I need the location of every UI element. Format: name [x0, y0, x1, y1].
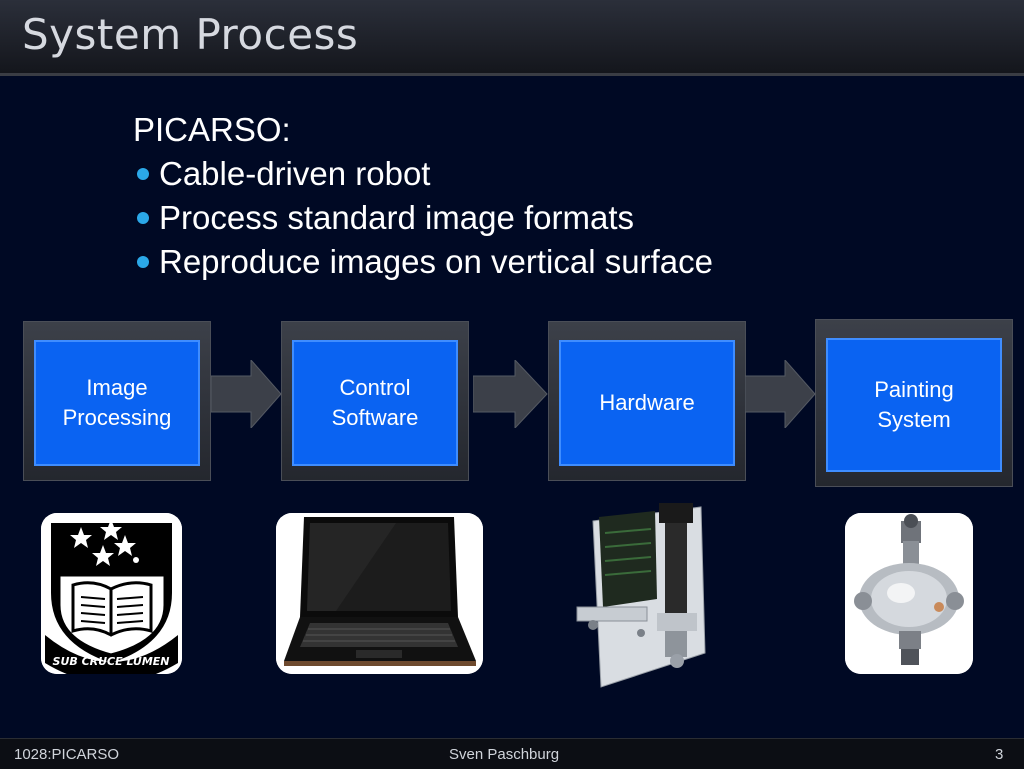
laptop-image: [276, 513, 483, 674]
title-bar: System Process: [0, 0, 1024, 76]
arrow-right-icon: [473, 360, 548, 428]
flow-step-label: Control: [339, 375, 411, 400]
flow-step-label: System: [877, 407, 951, 432]
content-heading: PICARSO:: [133, 111, 291, 148]
flow-step-label: Processing: [62, 405, 172, 430]
crest-motto: SUB CRUCE LUMEN: [53, 655, 170, 668]
footer-author: Sven Paschburg: [449, 746, 560, 763]
bullet-item: Cable-driven robot: [133, 152, 713, 196]
bullet-text: Process standard image formats: [159, 199, 635, 236]
flow-step-box: Hardware: [559, 340, 735, 466]
bullet-text: Cable-driven robot: [159, 155, 431, 192]
flow-step-label: Painting: [874, 377, 954, 402]
bullet-item: Process standard image formats: [133, 196, 713, 240]
bullet-item: Reproduce images on vertical surface: [133, 240, 713, 284]
page-number: 3: [995, 746, 1004, 763]
footer: 1028:PICARSO Sven Paschburg 3: [0, 738, 1024, 769]
content-area: PICARSO: Cable-driven robot Process stan…: [133, 108, 713, 284]
footer-left-text: 1028:PICARSO: [14, 746, 120, 763]
hardware-image: [573, 503, 710, 689]
university-crest-image: SUB CRUCE LUMEN: [41, 513, 182, 674]
bullet-text: Reproduce images on vertical surface: [159, 243, 713, 280]
arrow-right-icon: [211, 360, 282, 428]
arrow-right-icon: [745, 360, 816, 428]
slide-title: System Process: [22, 10, 359, 59]
bullet-dot-icon: [137, 168, 149, 180]
bullet-dot-icon: [137, 212, 149, 224]
flow-step-hardware: Hardware: [548, 321, 746, 481]
flow-step-label: Software: [331, 405, 419, 430]
spray-gun-image: [845, 513, 973, 674]
bullet-dot-icon: [137, 256, 149, 268]
flow-step-label: Hardware: [599, 390, 695, 415]
flow-step-label: Image: [86, 375, 148, 400]
